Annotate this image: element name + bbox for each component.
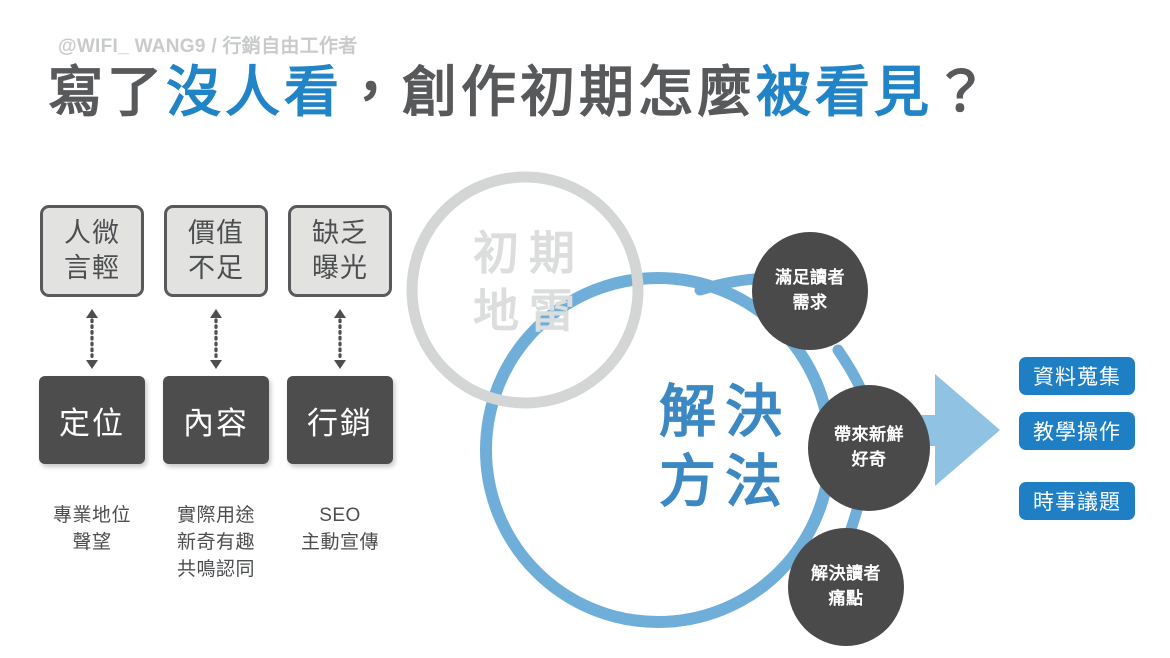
solution-box-3: 行銷: [287, 376, 393, 464]
output-box-3: 時事議題: [1019, 482, 1135, 520]
dotted-double-arrow-3: [334, 309, 346, 369]
output-box-1: 資料蒐集: [1019, 357, 1135, 395]
pitfall-label-line-2: 地雷: [473, 284, 585, 337]
caption-3-line-1: SEO: [319, 505, 361, 526]
title-highlight-1: 沒人看: [166, 61, 344, 123]
dotted-double-arrow-1: [86, 309, 98, 369]
pitfall-label-line-1: 初期: [473, 227, 585, 279]
pitfall-label: 初期 地雷: [444, 225, 614, 340]
problem-box-1-line1: 人微: [64, 218, 120, 249]
problem-box-1: 人微 言輕: [40, 205, 144, 297]
problem-box-3-line2: 曝光: [312, 253, 368, 283]
node-circle-1-line-2: 需求: [792, 293, 828, 312]
author-handle: @WIFI_ WANG9 / 行銷自由工作者: [58, 36, 358, 57]
solution-label-line-2: 方法: [659, 449, 791, 514]
problem-box-2-line1: 價值: [188, 218, 244, 249]
title-highlight-2: 被看見: [756, 61, 934, 123]
title-segment-3: ？: [933, 61, 993, 123]
page-title: 寫了沒人看，創作初期怎麼被看見？: [48, 62, 992, 123]
node-circle-1: 滿足讀者 需求: [752, 232, 868, 350]
caption-2-line-1: 實際用途: [176, 505, 255, 526]
node-circle-2-line-1: 帶來新鮮: [834, 425, 904, 445]
problem-box-2: 價值 不足: [164, 205, 268, 297]
problem-box-1-line2: 言輕: [64, 253, 120, 283]
node-circle-3-line-1: 解決讀者: [811, 564, 881, 584]
node-circle-3: 解決讀者 痛點: [788, 528, 904, 646]
dotted-double-arrow-2: [210, 309, 222, 369]
caption-3-line-2: 主動宣傳: [300, 531, 379, 553]
flow-arrow-icon: [877, 374, 1000, 486]
solution-box-1: 定位: [39, 376, 145, 464]
node-circle-3-line-2: 痛點: [828, 589, 864, 608]
caption-2-line-3: 共鳴認同: [176, 558, 255, 580]
problem-box-3: 缺乏 曝光: [288, 205, 392, 297]
caption-1-line-1: 專業地位: [52, 505, 131, 526]
pitfall-ring: [406, 171, 644, 409]
title-segment-2: ，創作初期怎麼: [343, 61, 757, 123]
solution-label-line-1: 解決: [659, 380, 791, 444]
node-circle-2-line-2: 好奇: [851, 450, 887, 469]
node-circle-1-line-1: 滿足讀者: [775, 268, 845, 288]
output-box-2: 教學操作: [1019, 412, 1135, 450]
caption-1: 專業地位 聲望: [17, 503, 167, 557]
solution-label: 解決 方法: [630, 378, 820, 517]
caption-3: SEO 主動宣傳: [265, 503, 415, 557]
caption-2: 實際用途 新奇有趣 共鳴認同: [141, 503, 291, 584]
problem-box-2-line2: 不足: [188, 253, 244, 283]
caption-1-line-2: 聲望: [72, 531, 112, 553]
title-segment-1: 寫了: [48, 61, 167, 123]
caption-2-line-2: 新奇有趣: [176, 531, 255, 553]
solution-box-2: 內容: [163, 376, 269, 464]
node-circle-2: 帶來新鮮 好奇: [808, 385, 930, 511]
problem-box-3-line1: 缺乏: [312, 218, 368, 249]
